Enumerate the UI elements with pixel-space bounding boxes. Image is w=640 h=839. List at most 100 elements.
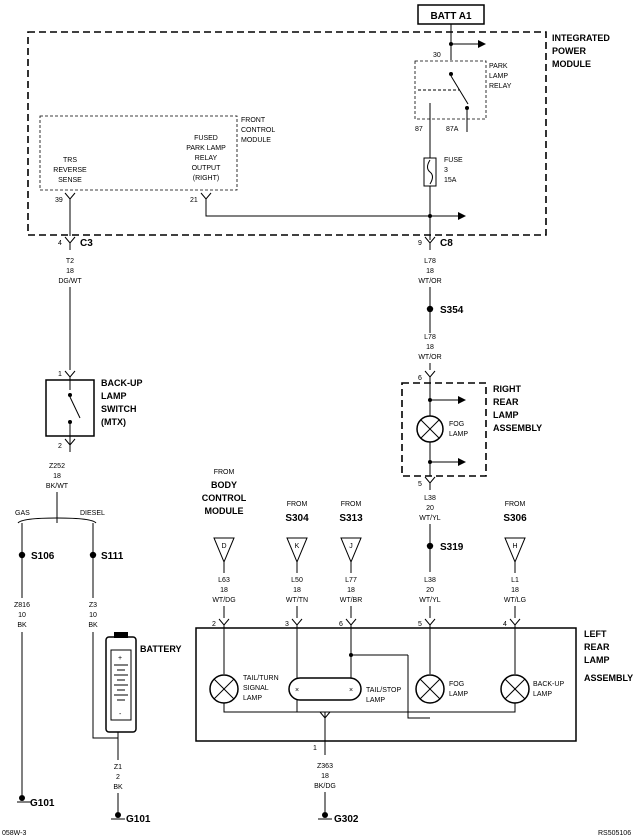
lrl-backup-x2 (504, 678, 526, 700)
rrl-pin-bot-connector (424, 476, 436, 490)
lrl-backup-label-2: LAMP (533, 691, 552, 698)
from-s306-connector (504, 537, 526, 564)
wire-z816-color: BK (17, 622, 27, 629)
wire-l78b-gauge: 18 (426, 344, 434, 351)
fcm-label-3: MODULE (241, 137, 271, 144)
rrl-pin-top-connector (424, 370, 436, 400)
trs-label-3: SENSE (58, 177, 82, 184)
rrl-fog-label-1: FOG (449, 421, 464, 428)
lrl-fog-lamp (415, 674, 445, 704)
lrl-tailstop-label-2: LAMP (366, 697, 385, 704)
lrl-tailstop-lamp (288, 677, 362, 701)
from-s306-label-2: S306 (503, 513, 527, 524)
lrl-fog-return (407, 655, 430, 719)
wire-l38a-gauge: 20 (426, 505, 434, 512)
lrl-pin-4: 4 (503, 621, 507, 628)
lrl-pin-5: 5 (418, 621, 422, 628)
gas-label: GAS (15, 510, 30, 517)
rrl-fog-x2 (420, 419, 440, 439)
splice-s111-dot (89, 551, 97, 559)
wire-l1-color: WT/LG (504, 597, 526, 604)
c3-pin: 4 (58, 240, 62, 247)
wire-l38a-color: WT/YL (419, 515, 440, 522)
from-s313-connector (340, 537, 362, 564)
backup-switch-arm (69, 396, 81, 419)
wire-l77-gauge: 18 (347, 587, 355, 594)
park-lamp-relay-outline (414, 60, 487, 120)
battery-cells (114, 664, 128, 701)
lrl-label-4: ASSEMBLY (584, 673, 633, 683)
wire-l63-color: WT/DG (212, 597, 235, 604)
c8-pin: 9 (418, 240, 422, 247)
fcm-label-1: FRONT (241, 117, 266, 124)
wire-t2-gauge: 18 (66, 268, 74, 275)
ground-g302-dot (322, 812, 328, 818)
from-s304-connector (286, 537, 308, 564)
lrl-pin-6-connector (345, 618, 357, 655)
from-s304-label-2: S304 (285, 513, 309, 524)
wire-l77-color: WT/BR (340, 597, 363, 604)
ipm-label-3: MODULE (552, 59, 591, 69)
rrl-label-2: REAR (493, 397, 519, 407)
wire-l1-code: L1 (511, 577, 519, 584)
splice-s111-label: S111 (101, 551, 124, 562)
fused-output-wire (205, 206, 430, 217)
wire-z3-color: BK (88, 622, 98, 629)
from-bcm-conn-letter: D (221, 543, 226, 550)
relay-contact-87a (465, 106, 469, 110)
ipm-label-2: POWER (552, 46, 587, 56)
lrl-tailturn-x2 (213, 678, 235, 700)
from-bcm-label-1: FROM (214, 469, 235, 476)
rrl-top-arrow (458, 396, 466, 404)
wire-z3-code: Z3 (89, 602, 97, 609)
wire-l78b-color: WT/OR (418, 354, 441, 361)
splice-s354-label: S354 (440, 305, 464, 316)
wire-l38b-color: WT/YL (419, 597, 440, 604)
splice-s106-label: S106 (31, 551, 55, 562)
from-s306-conn-letter: H (512, 543, 517, 550)
wire-z363-code: Z363 (317, 763, 333, 770)
wire-z1-color: BK (113, 784, 123, 791)
wire-z3 (92, 632, 118, 739)
trs-label-1: TRS (63, 157, 77, 164)
wire-l38b-gauge: 20 (426, 587, 434, 594)
ground-g101-left-label: G101 (30, 798, 55, 809)
lrl-tailturn-label-2: SIGNAL (243, 685, 269, 692)
from-bcm-connector (213, 537, 235, 564)
battery-plus: + (118, 655, 122, 662)
fused-label-5: (RIGHT) (193, 175, 219, 182)
backup-switch-label-2: LAMP (101, 391, 127, 401)
wire-z3-gauge: 10 (89, 612, 97, 619)
splice-s319-label: S319 (440, 542, 464, 553)
fused-label-4: OUTPUT (192, 165, 222, 172)
c3-connector (64, 236, 76, 250)
relay-label-2: LAMP (489, 73, 508, 80)
integrated-power-module-outline (27, 31, 547, 236)
relay-label-1: PARK (489, 63, 508, 70)
fused-label-3: RELAY (195, 155, 218, 162)
lrl-pin-3-connector (291, 618, 303, 678)
backup-switch-pivot (68, 393, 72, 397)
backup-switch-pin-top: 1 (58, 371, 62, 378)
ground-g101-right-label: G101 (126, 814, 151, 825)
backup-switch-pin-bot: 2 (58, 443, 62, 450)
lrl-pin-1-connector (319, 711, 331, 755)
wire-t2-code: T2 (66, 258, 74, 265)
lrl-pin-1: 1 (313, 745, 317, 752)
backup-switch-label-4: (MTX) (101, 417, 126, 427)
lrl-tailstop-x1: × (295, 687, 299, 694)
splice-s319-dot (426, 542, 434, 550)
wire-l50-gauge: 18 (293, 587, 301, 594)
lrl-backup-label-1: BACK-UP (533, 681, 564, 688)
from-bcm-label-3: CONTROL (202, 493, 247, 503)
left-rear-lamp-assembly-outline (195, 627, 577, 742)
rrl-pin-top: 6 (418, 375, 422, 382)
from-s304-label-1: FROM (287, 501, 308, 508)
diesel-label: DIESEL (80, 510, 105, 517)
wire-z1-gauge: 2 (116, 774, 120, 781)
from-s306-label-1: FROM (505, 501, 526, 508)
lrl-label-1: LEFT (584, 629, 607, 639)
relay-pin-30: 30 (433, 52, 441, 59)
fused-label-2: PARK LAMP (186, 145, 226, 152)
